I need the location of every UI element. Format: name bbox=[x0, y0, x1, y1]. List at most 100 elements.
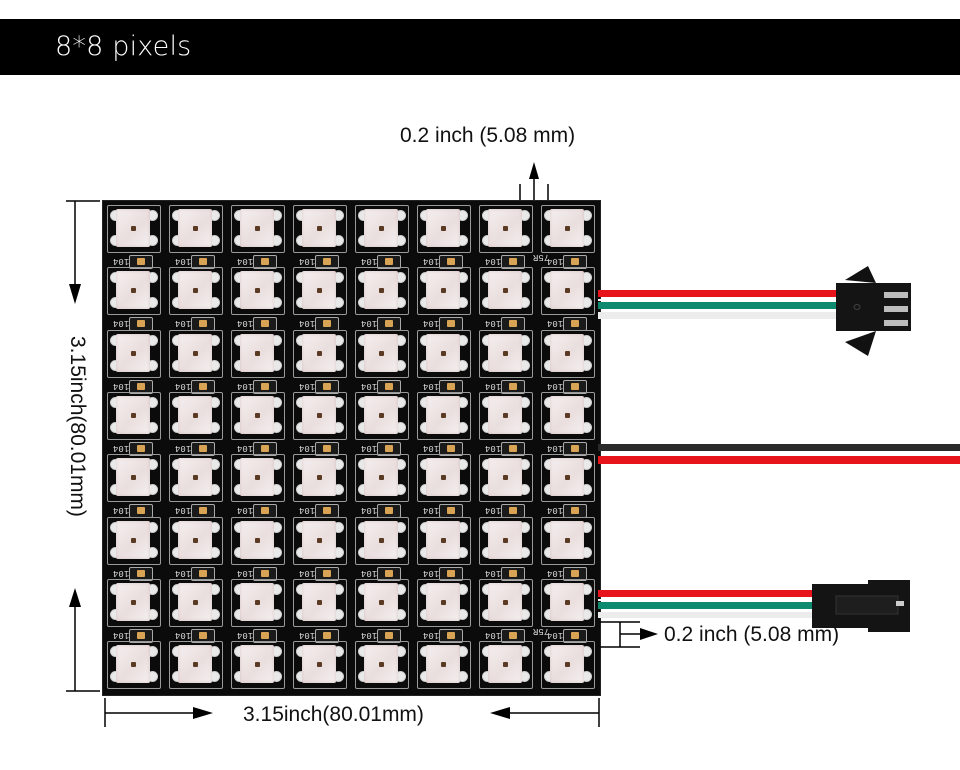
led-pixel bbox=[231, 329, 285, 378]
title-bar: 8*8 pixels bbox=[0, 19, 960, 75]
led-footprint bbox=[231, 391, 285, 440]
led-pixel bbox=[355, 391, 409, 440]
led-pixel bbox=[479, 516, 533, 565]
led-pixel bbox=[479, 641, 533, 690]
capacitor bbox=[253, 628, 277, 643]
arrow-right-icon bbox=[640, 628, 658, 640]
led-footprint bbox=[541, 205, 595, 253]
led-footprint bbox=[355, 267, 409, 316]
ws2812b-led bbox=[426, 458, 460, 497]
capacitor bbox=[191, 628, 215, 643]
ws2812b-led bbox=[178, 209, 212, 247]
capacitor bbox=[129, 317, 153, 332]
led-die bbox=[193, 288, 198, 294]
led-pixel bbox=[355, 329, 409, 378]
led-die bbox=[503, 537, 508, 543]
led-footprint bbox=[107, 516, 161, 565]
ws2812b-led bbox=[426, 520, 460, 559]
capacitor bbox=[253, 504, 277, 519]
ws2812b-led bbox=[240, 582, 274, 621]
capacitor bbox=[563, 379, 587, 394]
ws2812b-led bbox=[302, 458, 336, 497]
led-footprint bbox=[107, 205, 161, 253]
ws2812b-led bbox=[178, 582, 212, 621]
led-pixel bbox=[169, 578, 223, 627]
led-die bbox=[441, 537, 446, 543]
led-die bbox=[317, 662, 322, 668]
led-footprint bbox=[479, 454, 533, 503]
capacitor bbox=[377, 566, 401, 581]
led-die bbox=[503, 662, 508, 668]
ws2812b-led bbox=[488, 209, 522, 247]
led-die bbox=[317, 350, 322, 356]
led-pixel bbox=[293, 329, 347, 378]
arrow-up-icon bbox=[69, 588, 81, 607]
led-die bbox=[379, 412, 384, 418]
capacitor bbox=[377, 504, 401, 519]
led-die bbox=[441, 350, 446, 356]
led-footprint bbox=[355, 578, 409, 627]
led-footprint bbox=[169, 641, 223, 690]
led-pixel bbox=[293, 578, 347, 627]
led-pixel bbox=[417, 578, 471, 627]
led-pixel bbox=[417, 516, 471, 565]
capacitor bbox=[129, 504, 153, 519]
led-footprint bbox=[417, 516, 471, 565]
led-footprint bbox=[417, 267, 471, 316]
led-pixel bbox=[169, 329, 223, 378]
led-footprint bbox=[541, 641, 595, 690]
ws2812b-led bbox=[488, 333, 522, 372]
led-pixel bbox=[479, 454, 533, 503]
led-pixel bbox=[169, 641, 223, 690]
led-die bbox=[379, 350, 384, 356]
ws2812b-led bbox=[364, 333, 398, 372]
top-pitch-marker bbox=[519, 162, 549, 200]
capacitor bbox=[377, 441, 401, 456]
led-pixel bbox=[355, 641, 409, 690]
capacitor bbox=[563, 566, 587, 581]
led-footprint bbox=[231, 267, 285, 316]
led-die bbox=[255, 537, 260, 543]
led-die bbox=[131, 288, 136, 294]
led-pixel bbox=[231, 391, 285, 440]
led-pixel bbox=[231, 641, 285, 690]
led-die bbox=[131, 226, 136, 231]
led-footprint bbox=[293, 391, 347, 440]
led-footprint bbox=[231, 641, 285, 690]
led-die bbox=[255, 412, 260, 418]
ws2812b-led bbox=[240, 458, 274, 497]
capacitor bbox=[315, 504, 339, 519]
led-footprint bbox=[417, 454, 471, 503]
led-footprint bbox=[107, 578, 161, 627]
capacitor bbox=[129, 566, 153, 581]
led-die bbox=[379, 662, 384, 668]
led-die bbox=[193, 350, 198, 356]
led-pixel bbox=[417, 391, 471, 440]
ws2812b-led bbox=[488, 458, 522, 497]
input-wire-harness bbox=[598, 290, 838, 319]
led-die bbox=[379, 537, 384, 543]
ws2812b-led bbox=[116, 645, 150, 684]
led-die bbox=[565, 662, 570, 668]
led-footprint bbox=[293, 578, 347, 627]
led-footprint bbox=[231, 454, 285, 503]
capacitor bbox=[563, 317, 587, 332]
led-pixel bbox=[293, 267, 347, 316]
led-pixel bbox=[107, 329, 161, 378]
led-die bbox=[255, 475, 260, 481]
led-footprint bbox=[479, 205, 533, 253]
ws2812b-led bbox=[426, 395, 460, 434]
led-die bbox=[503, 475, 508, 481]
capacitor bbox=[563, 504, 587, 519]
led-footprint bbox=[107, 391, 161, 440]
led-pixel bbox=[355, 205, 409, 253]
capacitor bbox=[129, 255, 153, 269]
led-die bbox=[441, 288, 446, 294]
ws2812b-led bbox=[364, 395, 398, 434]
led-footprint bbox=[541, 578, 595, 627]
capacitor bbox=[315, 317, 339, 332]
led-footprint bbox=[479, 578, 533, 627]
capacitor bbox=[191, 255, 215, 269]
led-footprint bbox=[169, 454, 223, 503]
